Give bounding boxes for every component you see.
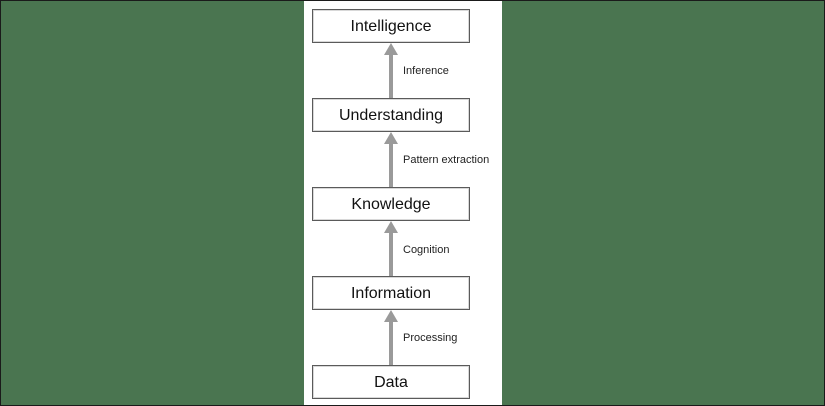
node-understanding: Understanding	[312, 98, 470, 132]
node-information: Information	[312, 276, 470, 310]
edge-inference-arrow	[384, 43, 398, 98]
node-data: Data	[312, 365, 470, 399]
edge-label-pattern-extraction: Pattern extraction	[403, 154, 490, 166]
diagram-panel: Intelligence Inference Understanding Pat…	[304, 1, 502, 405]
node-label-intelligence: Intelligence	[350, 17, 432, 35]
node-knowledge: Knowledge	[312, 187, 470, 221]
arrow-head	[384, 43, 398, 55]
node-intelligence: Intelligence	[312, 9, 470, 43]
arrow-shaft	[389, 54, 393, 98]
arrow-shaft	[389, 232, 393, 276]
edge-processing-arrow	[384, 310, 398, 365]
arrow-head	[384, 310, 398, 322]
edge-cognition-arrow	[384, 221, 398, 276]
node-label-data: Data	[374, 373, 408, 391]
node-label-information: Information	[350, 284, 432, 302]
edge-label-inference: Inference	[403, 65, 449, 77]
edge-label-cognition: Cognition	[403, 244, 450, 256]
arrow-head	[384, 221, 398, 233]
edge-label-processing: Processing	[403, 332, 458, 344]
arrow-shaft	[389, 321, 393, 365]
arrow-head	[384, 132, 398, 144]
node-label-knowledge: Knowledge	[351, 195, 431, 213]
arrow-shaft	[389, 143, 393, 187]
node-label-understanding: Understanding	[338, 106, 444, 124]
edge-pattern-extraction-arrow	[384, 132, 398, 187]
